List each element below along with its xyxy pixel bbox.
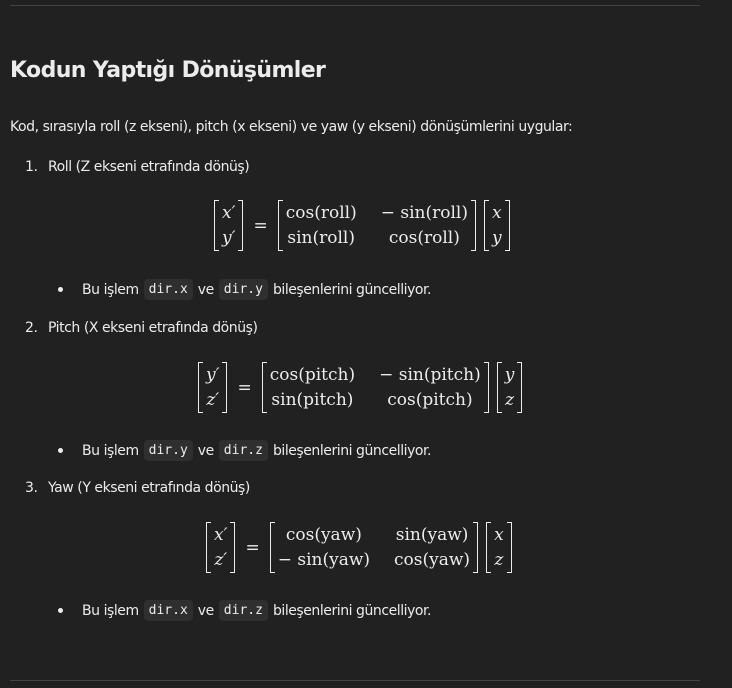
bullet-item: Bu işlem dir.y ve dir.z bileşenlerini gü… xyxy=(58,440,431,461)
bullet-text: Bu işlem xyxy=(82,442,139,459)
matrix-cell: y xyxy=(504,365,515,385)
rhs-vector: x y xyxy=(483,200,510,251)
bullet-text: ve xyxy=(197,281,214,298)
rotation-matrix: cos(pitch) − sin(pitch) sin(pitch) cos(p… xyxy=(261,362,489,413)
matrix-cell: x xyxy=(494,525,504,545)
matrix-cell: x xyxy=(491,203,502,223)
bullet-dot xyxy=(58,287,63,292)
list-item-title: Yaw (Y ekseni etrafında dönüş) xyxy=(48,480,250,496)
matrix-cell: cos(yaw) xyxy=(394,550,471,570)
bullet-text: bileşenlerini güncelliyor. xyxy=(272,281,432,298)
pitch-matrix-equation: y′ z′ = cos(pitch) − sin(pitch) sin(pitc… xyxy=(198,362,523,413)
list-number: 3. xyxy=(25,480,38,496)
list-number: 2. xyxy=(25,320,38,336)
inline-code: dir.y xyxy=(218,279,268,300)
bullet-text: bileşenlerini güncelliyor. xyxy=(272,442,432,459)
matrix-cell: sin(yaw) xyxy=(395,525,469,545)
bullet-text: Bu işlem xyxy=(82,602,139,619)
bullet-text: ve xyxy=(197,602,214,619)
list-number: 1. xyxy=(25,159,38,175)
inline-code: dir.x xyxy=(143,279,193,300)
matrix-cell: x′ xyxy=(214,525,228,545)
inline-code: dir.z xyxy=(218,600,268,621)
matrix-cell: cos(roll) xyxy=(388,228,460,248)
top-divider xyxy=(10,5,700,6)
bottom-divider xyxy=(10,680,700,681)
bullet-item: Bu işlem dir.x ve dir.z bileşenlerini gü… xyxy=(58,600,431,621)
bullet-item: Bu işlem dir.x ve dir.y bileşenlerini gü… xyxy=(58,279,431,300)
matrix-cell: x′ xyxy=(222,203,236,223)
list-item-title: Roll (Z ekseni etrafında dönüş) xyxy=(48,159,250,175)
matrix-cell: cos(yaw) xyxy=(285,525,362,545)
matrix-cell: z′ xyxy=(214,550,228,570)
matrix-cell: sin(pitch) xyxy=(271,390,354,410)
lhs-vector: y′ z′ xyxy=(198,362,228,413)
yaw-matrix-equation: x′ z′ = cos(yaw) sin(yaw) − sin(yaw) cos… xyxy=(206,522,512,573)
section-heading: Kodun Yaptığı Dönüşümler xyxy=(10,58,326,83)
matrix-cell: cos(roll) xyxy=(285,203,357,223)
rhs-vector: y z xyxy=(496,362,523,413)
equals-sign: = xyxy=(237,377,252,398)
bullet-text: Bu işlem xyxy=(82,281,139,298)
matrix-cell: y′ xyxy=(206,365,220,385)
matrix-cell: y xyxy=(491,228,502,248)
matrix-cell: − sin(roll) xyxy=(380,203,468,223)
bullet-text: bileşenlerini güncelliyor. xyxy=(272,602,432,619)
list-item-title: Pitch (X ekseni etrafında dönüş) xyxy=(48,320,258,336)
roll-matrix-equation: x′ y′ = cos(roll) − sin(roll) sin(roll) … xyxy=(214,200,510,251)
matrix-cell: z′ xyxy=(206,390,220,410)
bullet-dot xyxy=(58,448,63,453)
inline-code: dir.x xyxy=(143,600,193,621)
matrix-cell: y′ xyxy=(222,228,236,248)
matrix-cell: cos(pitch) xyxy=(269,365,356,385)
rotation-matrix: cos(yaw) sin(yaw) − sin(yaw) cos(yaw) xyxy=(269,522,479,573)
bullet-text: ve xyxy=(197,442,214,459)
matrix-cell: z xyxy=(494,550,504,570)
matrix-cell: sin(roll) xyxy=(287,228,356,248)
matrix-cell: cos(pitch) xyxy=(387,390,473,410)
inline-code: dir.z xyxy=(218,440,268,461)
inline-code: dir.y xyxy=(143,440,193,461)
matrix-cell: − sin(pitch) xyxy=(379,365,481,385)
matrix-cell: z xyxy=(505,390,515,410)
intro-paragraph: Kod, sırasıyla roll (z ekseni), pitch (x… xyxy=(10,119,573,135)
equals-sign: = xyxy=(253,215,268,236)
bullet-dot xyxy=(58,608,63,613)
lhs-vector: x′ z′ xyxy=(206,522,236,573)
equals-sign: = xyxy=(245,537,260,558)
rotation-matrix: cos(roll) − sin(roll) sin(roll) cos(roll… xyxy=(277,200,476,251)
matrix-cell: − sin(yaw) xyxy=(277,550,371,570)
lhs-vector: x′ y′ xyxy=(214,200,244,251)
rhs-vector: x z xyxy=(486,522,512,573)
